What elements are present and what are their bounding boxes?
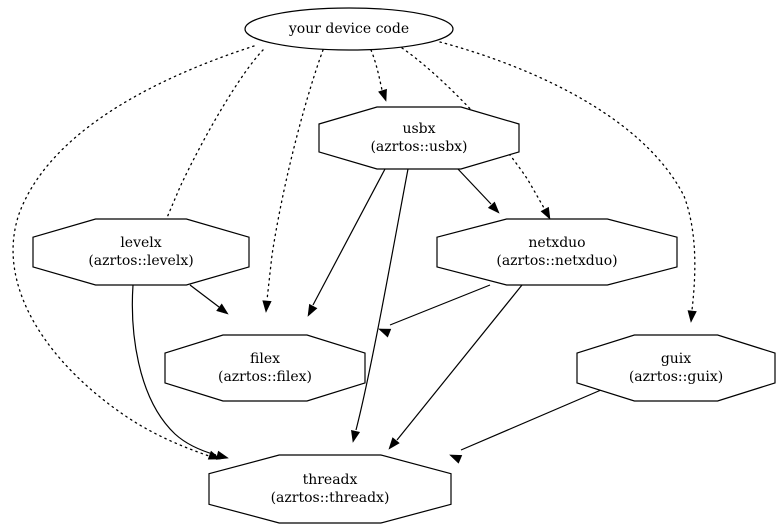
nodes-layer: your device codeusbx(azrtos::usbx)levelx… <box>32 7 776 524</box>
edge-line <box>165 49 264 221</box>
edge-levelx-to-threadx <box>131 284 229 460</box>
node-netxduo[interactable]: netxduo(azrtos::netxduo) <box>436 218 678 286</box>
edge-line <box>389 284 491 326</box>
node-netxduo-shape[interactable] <box>436 218 678 286</box>
node-filex-shape[interactable] <box>164 334 366 402</box>
edge-line <box>396 284 523 441</box>
edge-line <box>370 49 383 91</box>
node-usbx-shape[interactable] <box>318 106 520 170</box>
edge-line <box>189 284 220 308</box>
edge-line <box>439 41 696 311</box>
arrowhead-icon <box>351 429 361 443</box>
node-usbx[interactable]: usbx(azrtos::usbx) <box>318 106 520 170</box>
edge-line <box>460 389 602 451</box>
node-device[interactable]: your device code <box>244 7 454 51</box>
arrowhead-icon <box>378 88 387 102</box>
arrowhead-icon <box>216 303 229 315</box>
edge-line <box>355 168 409 431</box>
edge-line <box>401 47 545 209</box>
edge-line <box>12 45 255 457</box>
edge-levelx-to-filex <box>189 284 229 315</box>
node-filex[interactable]: filex(azrtos::filex) <box>164 334 366 402</box>
edge-netxduo-to-threadx <box>388 284 523 450</box>
arrowhead-icon <box>687 310 697 323</box>
arrowhead-icon <box>388 437 400 450</box>
node-device-shape[interactable] <box>244 7 454 51</box>
edge-device-to-usbx <box>370 49 387 102</box>
node-guix-shape[interactable] <box>576 334 776 402</box>
edge-usbx-to-filex <box>307 168 386 317</box>
edges-layer <box>12 41 697 464</box>
edge-usbx-to-netxduo <box>456 167 500 214</box>
node-threadx-shape[interactable] <box>208 454 452 524</box>
edge-usbx-to-threadx <box>351 168 409 443</box>
node-guix[interactable]: guix(azrtos::guix) <box>576 334 776 402</box>
edge-line <box>312 168 386 306</box>
node-levelx-shape[interactable] <box>32 218 250 286</box>
arrowhead-icon <box>540 206 551 220</box>
arrowhead-icon <box>487 201 500 214</box>
edge-device-to-guix <box>439 41 697 323</box>
edge-line <box>266 49 324 301</box>
node-threadx[interactable]: threadx(azrtos::threadx) <box>208 454 452 524</box>
edge-device-to-netxduo <box>401 47 551 220</box>
edge-device-to-filex <box>262 49 324 313</box>
edge-line <box>131 284 217 456</box>
arrowhead-icon <box>215 450 229 460</box>
arrowhead-icon <box>262 300 272 313</box>
node-levelx[interactable]: levelx(azrtos::levelx) <box>32 218 250 286</box>
edge-line <box>456 167 492 205</box>
edge-netxduo-to-filex <box>378 284 491 338</box>
arrowhead-icon <box>307 303 318 317</box>
arrowhead-icon <box>378 328 392 338</box>
arrowhead-icon <box>449 454 463 464</box>
edge-guix-to-threadx <box>449 389 602 464</box>
edge-device-to-levelx <box>161 49 264 232</box>
